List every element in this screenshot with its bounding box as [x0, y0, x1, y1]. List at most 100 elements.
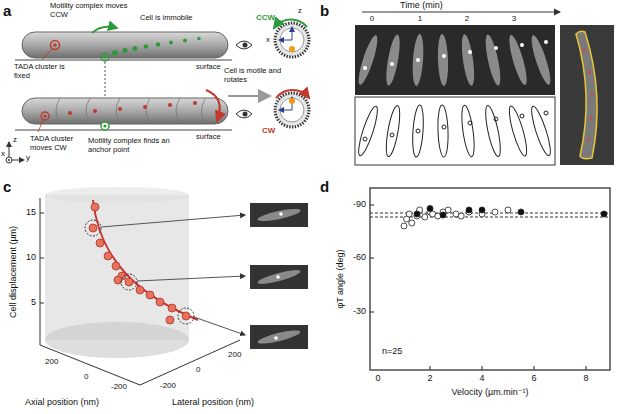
cylinder	[45, 322, 189, 358]
scatter-points	[601, 211, 607, 217]
tick-label: 4	[479, 373, 484, 384]
tada-track	[118, 107, 122, 111]
tada-track	[38, 90, 220, 132]
fit-curve	[93, 200, 198, 320]
tick-label: -90	[353, 199, 366, 210]
outline-strip	[528, 105, 554, 158]
motility-track	[92, 27, 201, 61]
timelapse-strip	[437, 34, 449, 86]
cylinder	[45, 187, 189, 358]
tada-track	[93, 109, 97, 113]
tick-label: -200	[111, 382, 127, 392]
leader-arrow	[101, 215, 245, 227]
outline-strip	[363, 137, 367, 141]
tada-track	[193, 101, 197, 105]
motility-track	[144, 44, 149, 49]
axes-3d	[40, 198, 240, 385]
motility-track	[156, 42, 160, 46]
tick-label: 0	[370, 14, 374, 24]
eye-icon	[236, 41, 252, 49]
tick-label: 0	[84, 372, 88, 382]
tick-label: -200	[160, 381, 176, 391]
thumbnail	[257, 267, 302, 286]
cross-section	[280, 28, 304, 52]
data-points	[89, 224, 97, 232]
scatter-points	[492, 209, 498, 215]
plot-frame	[370, 312, 374, 313]
scatter-points	[401, 223, 407, 229]
timelapse-strip	[494, 46, 498, 50]
cross-section	[279, 110, 292, 111]
eye-icon	[236, 41, 252, 49]
tick-label: 10	[26, 252, 36, 263]
outline-strip	[355, 97, 555, 165]
eye-icon	[236, 110, 252, 118]
axis-label: Time (min)	[400, 0, 443, 11]
plot-frame	[586, 366, 587, 370]
outline-strip	[520, 114, 524, 118]
direction-arrow	[228, 95, 270, 97]
outline-strip	[506, 105, 530, 158]
thumbnail	[257, 207, 302, 224]
immobile-cell	[15, 32, 232, 60]
panel-letter: d	[320, 178, 329, 196]
surface-label: surface	[196, 62, 221, 71]
highlight-ring	[85, 220, 101, 236]
timelapse-strip	[390, 62, 394, 66]
data-points	[146, 291, 154, 299]
scatter-points	[414, 211, 420, 217]
motility-track	[122, 48, 127, 53]
plot-frame	[534, 366, 535, 370]
cell-image	[591, 94, 594, 97]
tick-label: 8	[583, 373, 588, 384]
rotating-cell	[56, 98, 205, 124]
outline-strip	[411, 105, 425, 158]
scatter-points	[401, 206, 607, 230]
cell-image	[560, 25, 614, 165]
cross-section	[289, 98, 295, 104]
cross-section	[279, 40, 292, 41]
annotation: TADA cluster is fixed	[14, 62, 74, 80]
timelapse-strip	[384, 34, 403, 87]
cross-section	[274, 19, 309, 57]
annotation: Cell is motile and rotates	[224, 66, 282, 84]
axis-label: φT angle (deg)	[335, 249, 346, 308]
cylinder	[45, 195, 189, 340]
panel-letter: a	[3, 2, 11, 20]
outline-strip	[390, 133, 394, 137]
axis-label: Lateral position (nm)	[172, 397, 254, 408]
axes-3d	[140, 340, 240, 385]
data-points	[104, 252, 112, 260]
tick-label: 3	[512, 14, 516, 24]
cross-section	[275, 93, 309, 127]
eye-icon	[243, 43, 248, 48]
axis-name: x	[266, 35, 270, 44]
axis-name: y	[26, 153, 30, 163]
axis-name: z	[13, 135, 17, 145]
timelapse-strip	[506, 34, 530, 87]
cross-section	[274, 19, 307, 28]
cylinder	[45, 187, 189, 203]
highlight-ring	[85, 220, 194, 324]
tada-track	[43, 114, 46, 117]
tada-cluster	[51, 41, 60, 50]
motility-track	[112, 50, 118, 56]
tick-label: 1	[418, 14, 422, 24]
direction-label: CW	[262, 126, 275, 136]
annotation: Motility complex finds an anchor point	[88, 136, 180, 154]
tick-label: 2	[427, 373, 432, 384]
outline-strip	[384, 105, 403, 158]
plot-frame	[482, 366, 483, 370]
axis-indicator	[6, 157, 12, 163]
tada-track	[143, 105, 147, 109]
highlight-ring	[178, 308, 194, 324]
outline-strip	[355, 97, 555, 165]
thumbnail	[250, 203, 308, 227]
axes-3d	[40, 198, 41, 345]
timelapse-strip	[528, 34, 554, 87]
outline-strip	[459, 105, 476, 158]
surface-label: surface	[196, 132, 221, 141]
tick-label: 5	[31, 297, 36, 308]
thumbnail	[276, 275, 280, 279]
time-arrow	[362, 11, 560, 12]
